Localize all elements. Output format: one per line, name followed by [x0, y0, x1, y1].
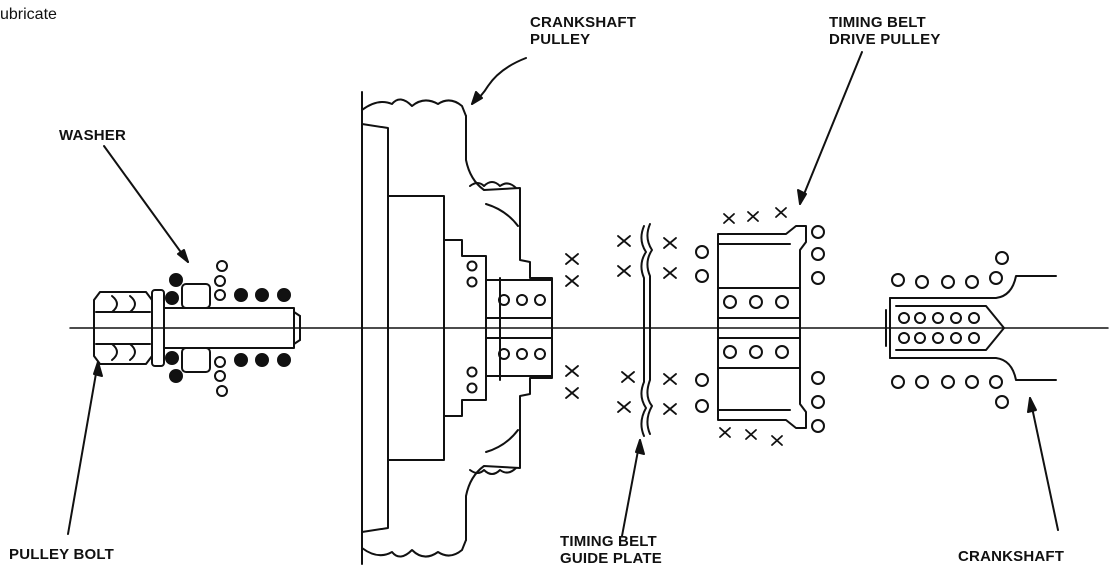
- label-timing-belt-guide-plate: TIMING BELT GUIDE PLATE: [560, 533, 662, 567]
- leader-lines: [67, 51, 1059, 537]
- timing-belt-drive-pulley: [695, 225, 825, 433]
- pulley-bolt-leader: [67, 361, 99, 535]
- label-crankshaft: CRANKSHAFT: [958, 548, 1065, 565]
- timing-belt-guide-plate: [640, 223, 653, 437]
- label-timing-belt-drive-pulley: TIMING BELT DRIVE PULLEY: [829, 14, 941, 48]
- crankshaft-leader: [1029, 397, 1059, 531]
- label-crankshaft-pulley: CRANKSHAFT PULLEY: [530, 14, 637, 48]
- bolt-lubrication-markers: [165, 260, 291, 397]
- washer-leader: [103, 145, 189, 263]
- label-pulley-bolt: PULLEY BOLT: [9, 546, 114, 563]
- crankshaft: [885, 251, 1057, 409]
- guide-plate-leader: [621, 439, 641, 537]
- crankshaft-pulley: [361, 91, 553, 565]
- drive-pulley-leader: [799, 51, 863, 205]
- label-washer: WASHER: [59, 127, 127, 144]
- no-oil-markers-b: [617, 235, 677, 415]
- washer: [181, 283, 211, 373]
- no-oil-markers-a: [565, 253, 579, 399]
- no-oil-markers-c: [719, 207, 787, 446]
- pulley-bolt: [93, 289, 301, 367]
- lubricate-note: ubricate: [0, 6, 57, 23]
